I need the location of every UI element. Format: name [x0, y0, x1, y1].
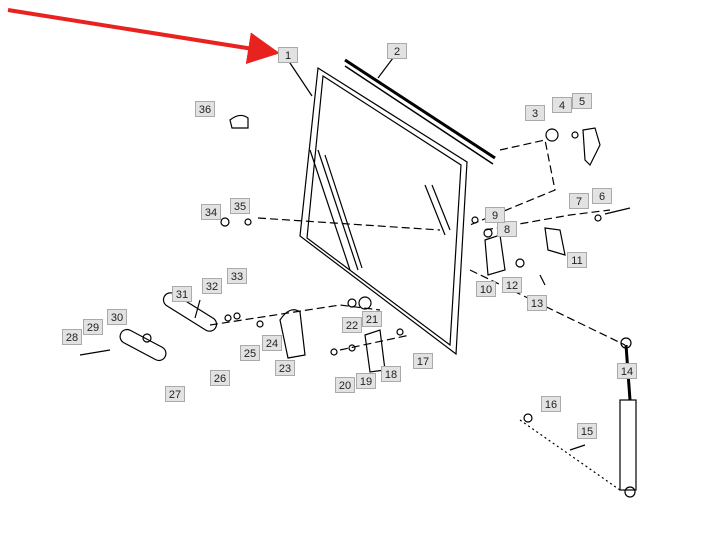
part-label-11: 11 — [567, 252, 587, 268]
part-label-14: 14 — [617, 363, 637, 379]
part-label-2: 2 — [387, 43, 407, 59]
part-label-34: 34 — [201, 204, 221, 220]
part-label-27: 27 — [165, 386, 185, 402]
panel-part-1 — [299, 66, 468, 356]
part-label-12: 12 — [502, 277, 522, 293]
pointer-arrow — [7, 8, 280, 65]
part-label-21: 21 — [362, 311, 382, 327]
part-label-23: 23 — [275, 360, 295, 376]
part-label-31: 31 — [172, 286, 192, 302]
part-label-5: 5 — [572, 93, 592, 109]
part-label-19: 19 — [356, 373, 376, 389]
part-label-29: 29 — [83, 319, 103, 335]
part-label-1: 1 — [278, 47, 298, 63]
part-label-15: 15 — [577, 423, 597, 439]
part-label-6: 6 — [592, 188, 612, 204]
part-label-32: 32 — [202, 278, 222, 294]
part-label-25: 25 — [240, 345, 260, 361]
part-label-24: 24 — [262, 335, 282, 351]
part-label-33: 33 — [227, 268, 247, 284]
part-label-28: 28 — [62, 329, 82, 345]
part-label-8: 8 — [497, 221, 517, 237]
part-label-10: 10 — [476, 281, 496, 297]
part-label-30: 30 — [107, 309, 127, 325]
hinge-rod-part-2 — [344, 58, 496, 160]
part-label-16: 16 — [541, 396, 561, 412]
part-label-26: 26 — [210, 370, 230, 386]
part-label-22: 22 — [342, 317, 362, 333]
part-label-35: 35 — [230, 198, 250, 214]
part-label-9: 9 — [485, 207, 505, 223]
part-label-17: 17 — [413, 353, 433, 369]
part-label-18: 18 — [381, 366, 401, 382]
part-label-7: 7 — [569, 193, 589, 209]
part-label-13: 13 — [527, 295, 547, 311]
part-label-36: 36 — [195, 101, 215, 117]
part-label-3: 3 — [525, 105, 545, 121]
part-label-20: 20 — [335, 377, 355, 393]
part-label-4: 4 — [552, 97, 572, 113]
